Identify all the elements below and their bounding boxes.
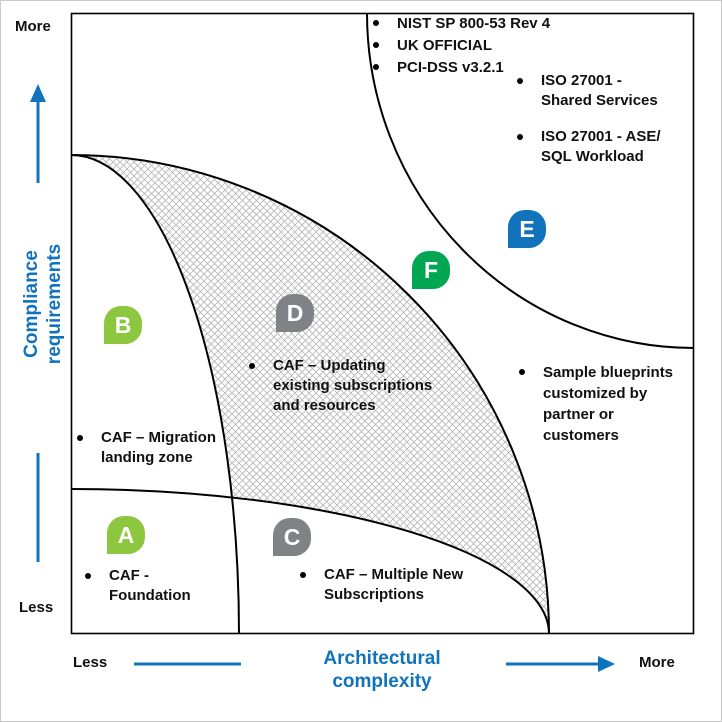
- note-sample-blueprints: Sample blueprints customized by partner …: [515, 362, 673, 446]
- badge-f: F: [412, 251, 450, 289]
- list-item-label: UK OFFICIAL: [397, 37, 492, 54]
- note-line: CAF – Multiple New: [324, 566, 464, 583]
- note-line: Foundation: [109, 587, 191, 604]
- curve-band-lower: [70, 488, 550, 635]
- bullet-icon: [373, 20, 379, 26]
- badge-e: E: [508, 210, 546, 248]
- y-axis-less-label: Less: [19, 599, 54, 616]
- bullet-icon: [373, 42, 379, 48]
- note-line: customized by: [543, 385, 648, 402]
- note-line: CAF -: [109, 567, 149, 584]
- note-caf-foundation-text: CAF - Foundation: [109, 566, 191, 606]
- x-axis-less-label: Less: [73, 654, 108, 671]
- bullet-icon: [517, 78, 523, 84]
- note-line: CAF – Updating: [273, 357, 386, 374]
- y-axis-title-line2: requirements: [44, 243, 65, 365]
- note-caf-updating: CAF – Updating existing subscriptions an…: [245, 356, 432, 416]
- badge-b: B: [104, 306, 142, 344]
- note-iso-ase-text: ISO 27001 - ASE/ SQL Workload: [541, 127, 661, 167]
- note-caf-migration-text: CAF – Migration landing zone: [101, 428, 216, 468]
- note-line: ISO 27001 - ASE/: [541, 128, 661, 145]
- note-line: existing subscriptions: [273, 377, 433, 394]
- note-compliance-list: NIST SP 800-53 Rev 4 UK OFFICIAL PCI-DSS…: [369, 13, 550, 79]
- note-iso-shared: ISO 27001 - Shared Services: [513, 71, 658, 111]
- note-caf-multiple-text: CAF – Multiple New Subscriptions: [324, 565, 463, 605]
- x-axis-title: Architectural complexity: [299, 647, 465, 693]
- y-axis-title-line1: Compliance: [21, 250, 42, 358]
- x-axis-arrowhead-icon: [598, 656, 615, 672]
- note-line: CAF – Migration: [101, 429, 216, 446]
- note-line: SQL Workload: [541, 148, 644, 165]
- y-axis-title: Compliance requirements: [20, 244, 66, 364]
- bullet-icon: [373, 64, 379, 70]
- list-item: UK OFFICIAL: [369, 35, 550, 57]
- x-axis-more-label: More: [639, 654, 675, 671]
- list-item: PCI-DSS v3.2.1: [369, 57, 550, 79]
- badge-a: A: [107, 516, 145, 554]
- bullet-icon: [519, 369, 525, 375]
- note-iso-ase: ISO 27001 - ASE/ SQL Workload: [513, 127, 661, 167]
- note-caf-multiple: CAF – Multiple New Subscriptions: [296, 565, 463, 605]
- note-line: Shared Services: [541, 92, 658, 109]
- badge-d: D: [276, 294, 314, 332]
- note-caf-foundation: CAF - Foundation: [81, 566, 191, 606]
- bullet-icon: [517, 134, 523, 140]
- note-line: customers: [543, 427, 619, 444]
- note-caf-updating-text: CAF – Updating existing subscriptions an…: [273, 356, 432, 416]
- plot-border: [70, 12, 695, 635]
- bullet-icon: [249, 363, 255, 369]
- note-sample-blueprints-text: Sample blueprints customized by partner …: [543, 362, 673, 446]
- curve-band-upper: [70, 154, 550, 635]
- y-axis-more-label: More: [15, 18, 51, 35]
- bullet-icon: [300, 572, 306, 578]
- x-axis-title-line1: Architectural: [323, 648, 441, 669]
- list-item-label: PCI-DSS v3.2.1: [397, 59, 504, 76]
- list-item-label: NIST SP 800-53 Rev 4: [397, 15, 551, 32]
- list-item: NIST SP 800-53 Rev 4: [369, 13, 550, 35]
- y-axis-arrowhead-icon: [30, 84, 46, 102]
- note-line: landing zone: [101, 449, 193, 466]
- note-caf-migration: CAF – Migration landing zone: [73, 428, 216, 468]
- badge-c: C: [273, 518, 311, 556]
- note-line: Subscriptions: [324, 586, 425, 603]
- note-iso-shared-text: ISO 27001 - Shared Services: [541, 71, 658, 111]
- note-line: and resources: [273, 397, 376, 414]
- note-line: ISO 27001 -: [541, 72, 622, 89]
- bullet-icon: [85, 573, 91, 579]
- bullet-icon: [77, 435, 83, 441]
- curve-top-right: [366, 12, 695, 349]
- note-line: Sample blueprints: [543, 364, 674, 381]
- curve-left-steep: [70, 154, 240, 635]
- note-line: partner or: [543, 406, 614, 423]
- hatched-region: [71, 155, 549, 634]
- x-axis-title-line2: complexity: [332, 671, 432, 692]
